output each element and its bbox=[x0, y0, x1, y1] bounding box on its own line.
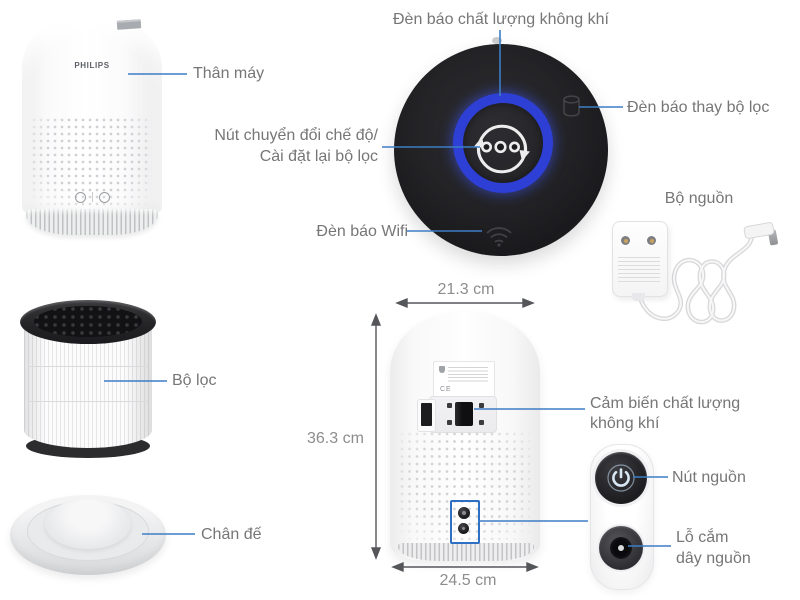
power-badge-icon bbox=[98, 191, 110, 203]
auto-mode-icon bbox=[74, 191, 86, 203]
label-wifi: Đèn báo Wifi bbox=[316, 223, 408, 240]
philips-logo: PHILIPS bbox=[74, 61, 110, 70]
label-nut-nguon: Nút nguồn bbox=[672, 469, 746, 486]
back-perforation-grid bbox=[400, 432, 530, 540]
adapter-strain-relief bbox=[632, 293, 645, 301]
adapter-pin bbox=[647, 236, 656, 245]
vent-slot bbox=[447, 420, 452, 425]
front-perforation-grid bbox=[32, 118, 152, 206]
label-lo-cam-line1: Lỗ cắm bbox=[676, 529, 729, 546]
dim-height-value: 36.3 cm bbox=[307, 430, 364, 447]
label-mode-line2: Cài đặt lại bộ lọc bbox=[259, 148, 378, 165]
filter-replace-icon bbox=[562, 95, 581, 123]
label-lo-cam: Lỗ cắm dây nguồn bbox=[676, 527, 751, 569]
power-icon bbox=[606, 463, 636, 498]
filter-seam bbox=[28, 401, 148, 402]
wifi-icon bbox=[484, 225, 514, 252]
ce-mark: CE bbox=[440, 386, 452, 393]
mode-reset-icon bbox=[472, 119, 532, 184]
adapter-label-text bbox=[618, 257, 660, 283]
label-sensor-line1: Cảm biến chất lượng bbox=[590, 395, 741, 412]
label-mode-button: Nút chuyển đổi chế độ/ Cài đặt lại bộ lọ… bbox=[178, 125, 378, 167]
divider bbox=[91, 192, 93, 202]
back-latch bbox=[421, 403, 432, 426]
air-quality-ring-light bbox=[453, 93, 553, 193]
filter-seam bbox=[28, 366, 148, 367]
vent-slot bbox=[479, 403, 484, 408]
vent-slot bbox=[447, 403, 452, 408]
label-lo-cam-line2: dây nguồn bbox=[676, 550, 751, 567]
ports-highlight-rectangle bbox=[450, 500, 480, 544]
label-chan-de: Chân đế bbox=[201, 526, 262, 543]
sticker-text-lines bbox=[448, 367, 488, 383]
dim-bottom-value: 24.5 cm bbox=[439, 572, 497, 589]
philips-shield-icon bbox=[439, 366, 445, 373]
air-quality-light bbox=[492, 37, 502, 44]
filter-top-mesh bbox=[34, 306, 142, 337]
front-top-sticker bbox=[116, 19, 142, 30]
back-rating-sticker: CE bbox=[433, 361, 495, 399]
air-quality-sensor-window bbox=[455, 402, 473, 426]
label-bo-loc: Bộ lọc bbox=[172, 372, 217, 389]
power-button-dot bbox=[462, 511, 466, 515]
label-sensor: Cảm biến chất lượng không khí bbox=[590, 394, 740, 434]
back-bottom-rim bbox=[398, 543, 534, 561]
label-sensor-line2: không khí bbox=[590, 415, 660, 432]
vent-slot bbox=[479, 420, 484, 425]
label-than-may: Thân máy bbox=[193, 65, 265, 82]
label-mode-line1: Nút chuyển đổi chế độ/ bbox=[214, 127, 378, 144]
front-bottom-rim bbox=[26, 209, 158, 235]
base-dome bbox=[45, 499, 131, 549]
label-bo-nguon: Bộ nguồn bbox=[664, 190, 734, 207]
adapter-pin bbox=[621, 236, 630, 245]
front-controls-icons bbox=[60, 191, 124, 203]
jack-dot bbox=[462, 527, 465, 530]
label-air-quality: Đèn báo chất lượng không khí bbox=[392, 11, 609, 28]
label-filter-replace: Đèn báo thay bộ lọc bbox=[627, 99, 770, 116]
adapter-cord bbox=[600, 208, 800, 358]
dim-top-value: 21.3 cm bbox=[437, 281, 495, 298]
jack-center-pin bbox=[618, 545, 624, 551]
